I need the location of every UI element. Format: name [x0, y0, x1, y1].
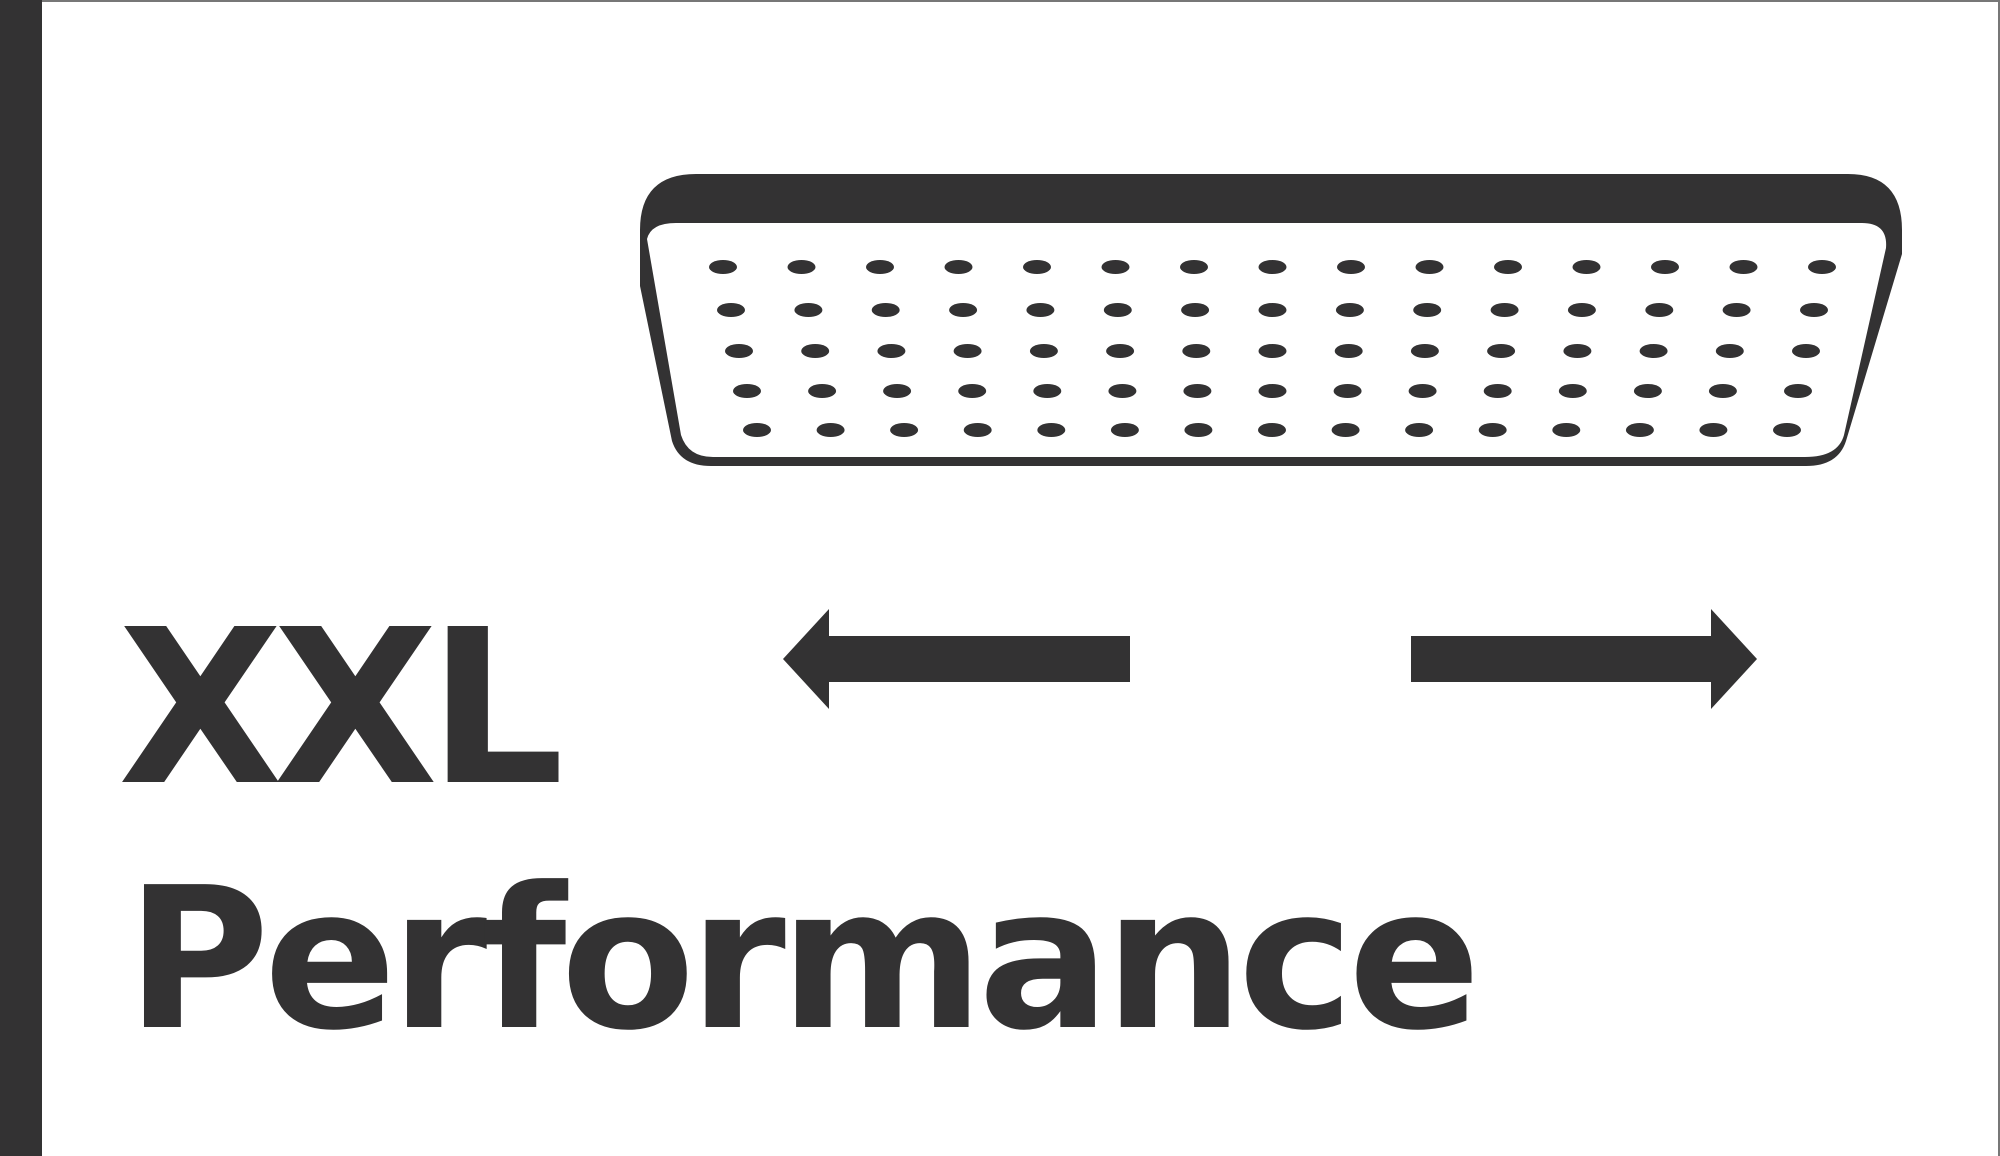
nozzle-dot — [717, 303, 745, 317]
nozzle-dot — [890, 423, 919, 437]
nozzle-dot — [1183, 384, 1212, 398]
nozzle-dot — [1633, 384, 1662, 398]
nozzle-dot — [949, 303, 978, 317]
nozzle-dot — [1699, 423, 1728, 437]
nozzle-dot — [1258, 344, 1287, 358]
nozzle-dot — [958, 384, 987, 398]
nozzle-dot — [1335, 303, 1364, 317]
arrow-left-head — [783, 609, 829, 709]
nozzle-dot — [1258, 260, 1287, 274]
nozzle-dot — [1639, 344, 1668, 358]
nozzle-dot — [1408, 384, 1437, 398]
nozzle-dot — [1103, 303, 1132, 317]
nozzle-dot — [1572, 260, 1601, 274]
title-performance: Performance — [126, 846, 1481, 1074]
nozzle-dot — [808, 384, 837, 398]
nozzle-dot — [1331, 423, 1360, 437]
nozzle-dot — [944, 260, 973, 274]
nozzle-dot — [787, 260, 816, 274]
nozzle-dot — [1552, 423, 1581, 437]
nozzle-dot — [1337, 260, 1365, 274]
nozzle-dot — [1037, 423, 1066, 437]
nozzle-dot — [1494, 260, 1522, 274]
nozzle-dot — [1651, 260, 1679, 274]
nozzle-dot — [1181, 303, 1210, 317]
nozzle-dot — [1558, 384, 1587, 398]
title-xxl: XXL — [118, 584, 564, 833]
nozzle-dot — [1715, 344, 1744, 358]
nozzle-dot — [1029, 344, 1058, 358]
right-border — [1998, 0, 2000, 1156]
nozzle-dot — [1808, 260, 1836, 274]
nozzle-dot — [794, 303, 823, 317]
nozzle-dot — [953, 344, 982, 358]
nozzle-dot — [816, 423, 845, 437]
nozzle-dot — [1026, 303, 1055, 317]
arrow-left-icon — [783, 609, 1130, 709]
nozzle-dot — [1563, 344, 1592, 358]
nozzle-dot — [743, 423, 771, 437]
nozzle-dot — [733, 384, 761, 398]
arrow-left-shaft — [828, 636, 1130, 682]
nozzle-dot — [1722, 303, 1751, 317]
nozzle-dot — [1106, 344, 1135, 358]
nozzle-dot — [1792, 344, 1820, 358]
nozzle-dot — [1784, 384, 1812, 398]
nozzle-dot — [1258, 384, 1287, 398]
nozzle-dot — [1033, 384, 1062, 398]
nozzle-dot — [1410, 344, 1439, 358]
nozzle-dot — [1483, 384, 1512, 398]
nozzle-dot — [871, 303, 900, 317]
nozzle-dot — [1478, 423, 1507, 437]
nozzle-dot — [1729, 260, 1758, 274]
nozzle-dot — [1023, 260, 1051, 274]
nozzle-dot — [1184, 423, 1213, 437]
nozzle-dot — [1334, 344, 1363, 358]
nozzle-dot — [709, 260, 737, 274]
nozzle-dot — [1405, 423, 1434, 437]
nozzle-dot — [1625, 423, 1654, 437]
nozzle-dot — [866, 260, 894, 274]
nozzle-dot — [1800, 303, 1828, 317]
nozzle-dot — [883, 384, 912, 398]
nozzle-dot — [1333, 384, 1362, 398]
nozzle-dot — [1773, 423, 1801, 437]
nozzle-dot — [1180, 260, 1208, 274]
nozzle-dot — [1567, 303, 1596, 317]
nozzle-dot — [725, 344, 753, 358]
rain-shower-head-icon — [640, 174, 1902, 466]
arrow-right-shaft — [1411, 636, 1713, 682]
arrow-right-head — [1711, 609, 1757, 709]
left-accent-bar — [0, 0, 42, 1156]
arrow-right-icon — [1411, 609, 1757, 709]
nozzle-dot — [1487, 344, 1516, 358]
nozzle-dot — [1182, 344, 1211, 358]
nozzle-dot — [1101, 260, 1130, 274]
nozzle-dot — [1413, 303, 1442, 317]
nozzle-dot — [1108, 384, 1137, 398]
nozzle-dot — [1258, 303, 1287, 317]
nozzle-dot — [1110, 423, 1139, 437]
nozzle-dot — [1415, 260, 1444, 274]
shower-nozzles — [709, 260, 1836, 437]
shower-head-outline — [640, 174, 1902, 466]
nozzle-dot — [1645, 303, 1674, 317]
top-border — [42, 0, 2000, 2]
nozzle-dot — [801, 344, 830, 358]
nozzle-dot — [1708, 384, 1737, 398]
nozzle-dot — [877, 344, 906, 358]
nozzle-dot — [1490, 303, 1519, 317]
nozzle-dot — [963, 423, 992, 437]
nozzle-dot — [1258, 423, 1286, 437]
